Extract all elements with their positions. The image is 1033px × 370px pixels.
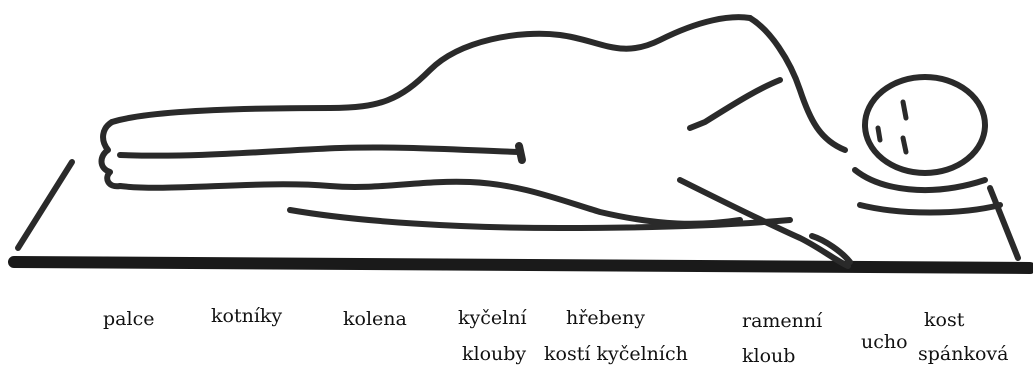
back-outline — [112, 17, 750, 122]
label-iliac-crests-line1: hřebeny — [566, 309, 645, 328]
pillow-arm — [860, 205, 1000, 213]
label-ankles: kotníky — [211, 307, 282, 326]
lower-leg — [120, 182, 740, 224]
upper-leg — [120, 147, 520, 155]
label-shoulder-joint-line2: kloub — [742, 347, 795, 366]
label-hip-joints-line1: kyčelní — [458, 309, 527, 328]
label-temporal-bone-line1: kost — [924, 311, 964, 330]
label-hip-joints-line2: klouby — [462, 345, 526, 364]
label-temporal-bone-line2: spánková — [918, 345, 1009, 364]
recumbent-figure-drawing — [0, 0, 1033, 300]
label-shoulder-joint-line1: ramenní — [742, 312, 822, 331]
mat — [14, 162, 1030, 268]
label-iliac-crests-line2: kostí kyčelních — [544, 345, 688, 364]
arm — [690, 80, 780, 128]
label-knees: kolena — [343, 310, 407, 329]
head — [865, 77, 985, 173]
label-ear: ucho — [861, 333, 908, 352]
body-bottom — [290, 210, 790, 228]
label-toes: palce — [103, 310, 154, 329]
